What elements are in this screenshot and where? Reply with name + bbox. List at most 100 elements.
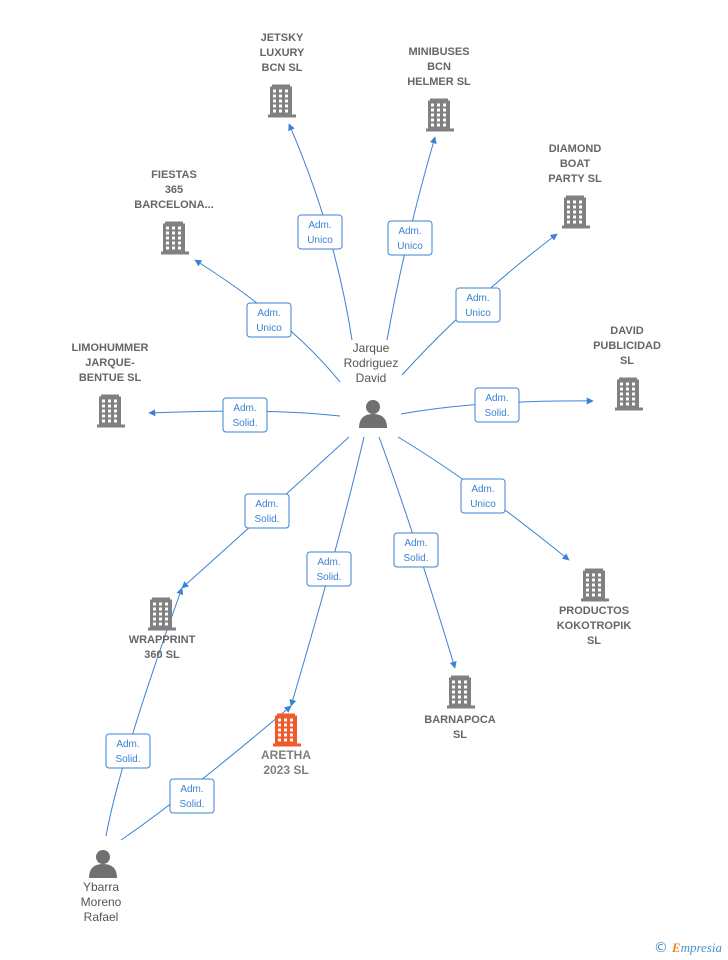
role-box — [306, 551, 352, 587]
company-label: SL — [587, 635, 601, 647]
role-text: Solid. — [115, 754, 140, 765]
role-text: Solid. — [254, 514, 279, 525]
building-icon — [426, 98, 454, 132]
role-label-jarque-barnapoca[interactable]: Adm. Solid. — [393, 532, 439, 568]
company-label: 2023 SL — [263, 763, 308, 777]
company-label: BARNAPOCA — [424, 714, 496, 726]
building-icon — [273, 713, 301, 747]
role-text: Adm. — [308, 220, 331, 231]
person-label: Rodriguez — [344, 356, 399, 370]
role-label-jarque-aretha[interactable]: Adm. Solid. — [306, 551, 352, 587]
role-text: Solid. — [179, 799, 204, 810]
company-node-david[interactable]: DAVID PUBLICIDAD SL — [593, 325, 661, 411]
building-icon — [148, 597, 176, 631]
copyright-icon: © — [653, 940, 668, 956]
company-node-wrapprint[interactable]: WRAPPRINT 360 SL — [129, 597, 196, 662]
empresia-logo[interactable]: ©Empresia — [654, 940, 722, 956]
company-node-diamond[interactable]: DIAMOND BOAT PARTY SL — [548, 143, 602, 229]
role-label-jarque-jetsky[interactable]: Adm. Unico — [297, 214, 343, 250]
company-label: BENTUE SL — [79, 372, 142, 384]
company-node-limohummer[interactable]: LIMOHUMMER JARQUE- BENTUE SL — [72, 342, 149, 428]
company-label: MINIBUSES — [408, 46, 469, 58]
person-label: David — [356, 371, 387, 385]
role-text: Solid. — [232, 418, 257, 429]
company-node-barnapoca[interactable]: BARNAPOCA SL — [424, 675, 496, 742]
role-box — [244, 493, 290, 529]
company-label: BARCELONA... — [134, 199, 213, 211]
building-icon — [581, 568, 609, 602]
person-label: Jarque — [353, 341, 390, 355]
person-icon — [89, 850, 117, 878]
role-text: Adm. — [257, 308, 280, 319]
company-label: 365 — [165, 184, 183, 196]
role-label-jarque-minibuses[interactable]: Adm. Unico — [387, 220, 433, 256]
role-label-jarque-diamond[interactable]: Adm. Unico — [455, 287, 501, 323]
company-label: BOAT — [560, 158, 591, 170]
company-label: PUBLICIDAD — [593, 340, 661, 352]
company-label: KOKOTROPIK — [557, 620, 632, 632]
role-label-jarque-david[interactable]: Adm.Solid. — [474, 387, 520, 423]
company-label: BCN SL — [262, 62, 303, 74]
role-box — [474, 387, 520, 423]
building-icon — [615, 377, 643, 411]
role-box — [297, 214, 343, 250]
role-box — [455, 287, 501, 323]
company-node-minibuses[interactable]: MINIBUSES BCN HELMER SL — [407, 46, 471, 132]
company-label: DAVID — [610, 325, 643, 337]
building-icon — [562, 195, 590, 229]
company-label: JETSKY — [261, 32, 304, 44]
company-label: DIAMOND — [549, 143, 602, 155]
role-label-jarque-fiestas[interactable]: Adm.Unico — [246, 302, 292, 338]
company-label: WRAPPRINT — [129, 634, 196, 646]
company-label: JARQUE- — [85, 357, 135, 369]
role-label-ybarra-wrapprint[interactable]: Adm. Solid. — [105, 733, 151, 769]
logo-initial: E — [671, 940, 681, 955]
person-label: Moreno — [81, 895, 122, 909]
role-box — [393, 532, 439, 568]
building-icon — [161, 221, 189, 255]
company-label: PARTY SL — [548, 173, 602, 185]
role-text: Unico — [470, 499, 496, 510]
company-label: SL — [620, 355, 634, 367]
role-text: Solid. — [316, 572, 341, 583]
role-text: Adm. — [255, 499, 278, 510]
role-text: Adm. — [116, 739, 139, 750]
role-label-jarque-limohummer[interactable]: Adm. Solid. — [222, 397, 268, 433]
role-label-ybarra-aretha[interactable]: Adm.Solid. — [169, 778, 215, 814]
role-text: Unico — [397, 241, 423, 252]
role-box — [460, 478, 506, 514]
company-label: LIMOHUMMER — [72, 342, 149, 354]
role-text: Adm. — [471, 484, 494, 495]
company-label: SL — [453, 729, 467, 741]
role-text: Adm. — [317, 557, 340, 568]
role-text: Adm. — [404, 538, 427, 549]
person-icon — [359, 400, 387, 428]
role-text: Unico — [307, 235, 333, 246]
logo-text: mpresia — [680, 940, 722, 955]
company-label: ARETHA — [261, 748, 311, 762]
role-text: Adm. — [398, 226, 421, 237]
role-text: Adm. — [466, 293, 489, 304]
company-label: HELMER SL — [407, 76, 471, 88]
company-node-fiestas[interactable]: FIESTAS365BARCELONA... — [134, 169, 214, 255]
role-text: Adm. — [233, 403, 256, 414]
company-label: 360 SL — [144, 649, 180, 661]
role-label-jarque-wrapprint[interactable]: Adm. Solid. — [244, 493, 290, 529]
role-text: Unico — [465, 308, 491, 319]
company-label: BCN — [427, 61, 451, 73]
role-text: Solid. — [403, 553, 428, 564]
role-box — [169, 778, 215, 814]
company-node-productos[interactable]: PRODUCTOS KOKOTROPIK SL — [557, 568, 632, 648]
person-label: Ybarra — [83, 880, 119, 894]
company-label: PRODUCTOS — [559, 605, 629, 617]
building-icon — [447, 675, 475, 709]
building-icon — [97, 394, 125, 428]
role-label-jarque-productos[interactable]: Adm. Unico — [460, 478, 506, 514]
building-icon — [268, 84, 296, 118]
role-text: Solid. — [484, 408, 509, 419]
